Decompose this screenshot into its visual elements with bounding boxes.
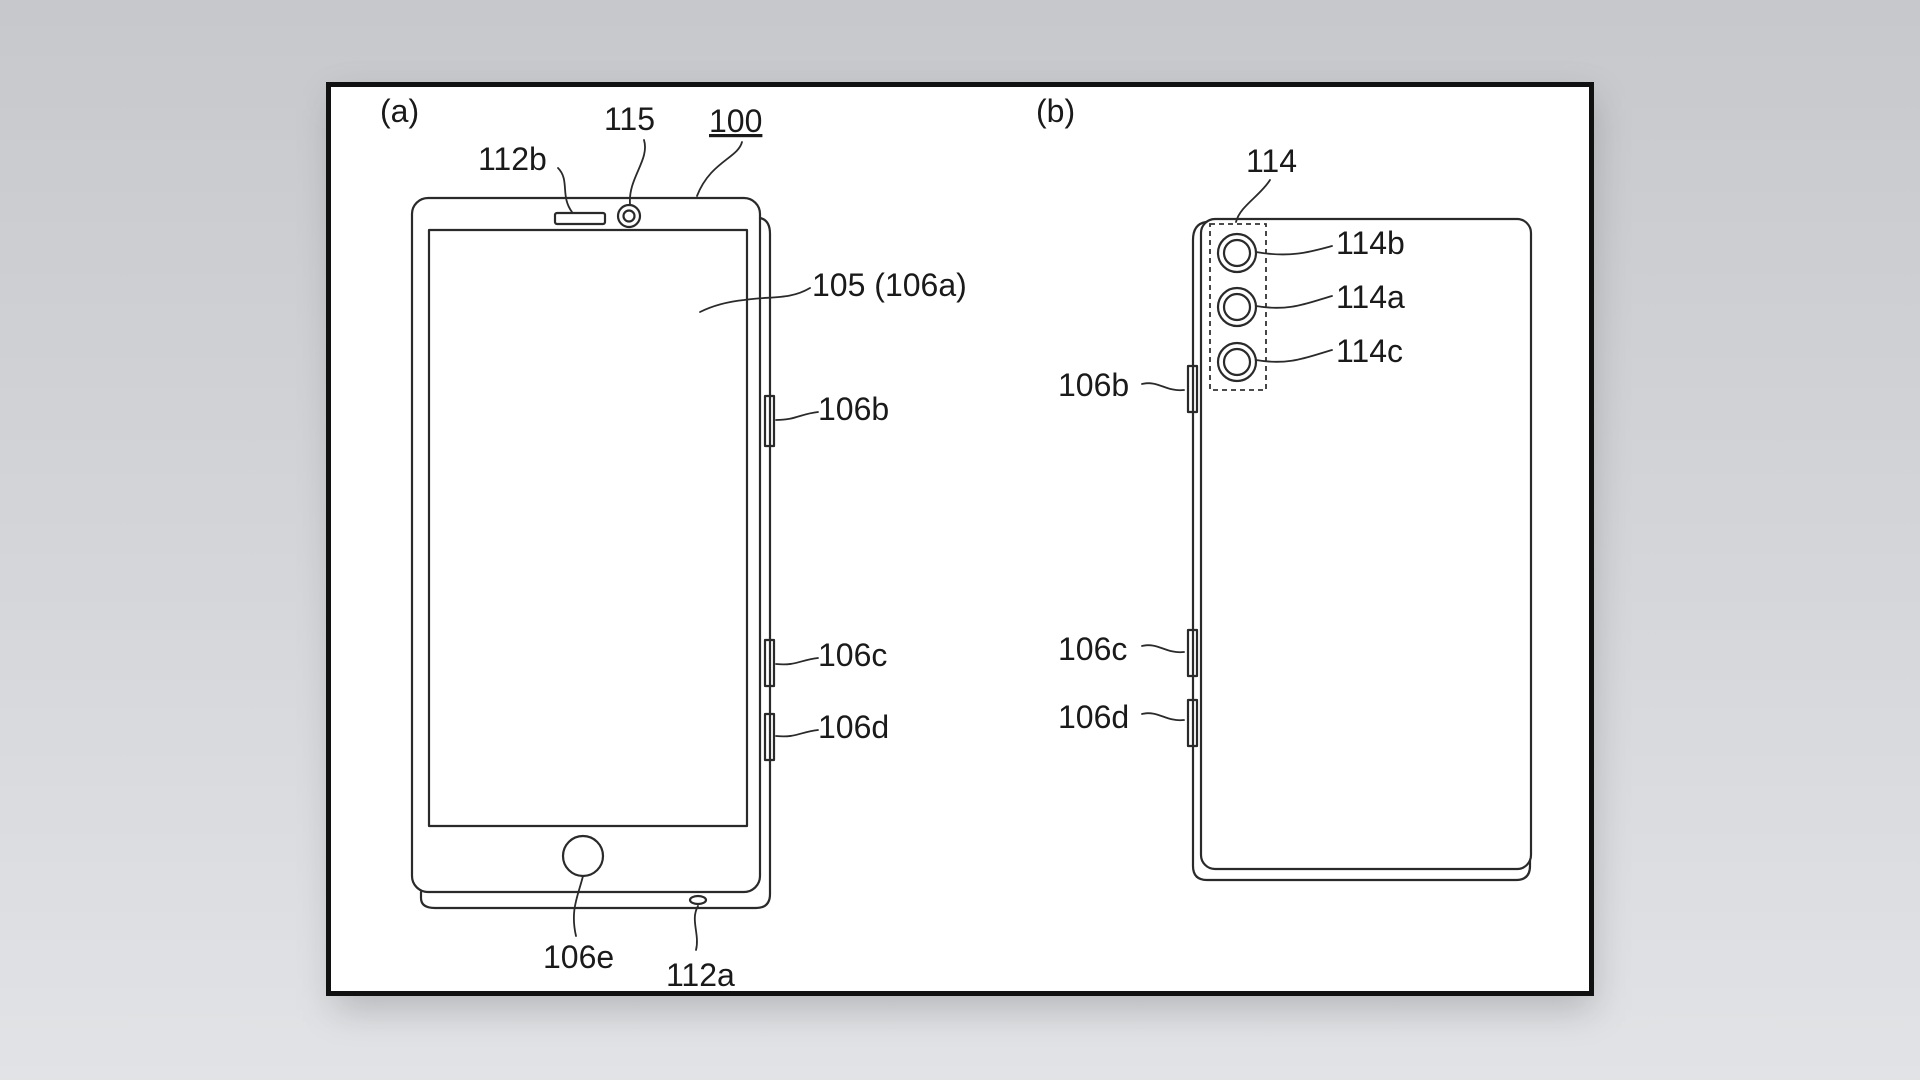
label-114a: 114a xyxy=(1336,279,1405,315)
leader-106b-back xyxy=(1141,382,1185,392)
label-112a: 112a xyxy=(666,957,735,993)
back-side-button-106c xyxy=(1186,628,1199,678)
leader-114b xyxy=(1255,245,1333,256)
figure-sheet xyxy=(326,82,1594,996)
label-100: 100 xyxy=(709,103,762,139)
leader-106d-back xyxy=(1141,712,1185,722)
label-106d-back: 106d xyxy=(1058,699,1129,735)
back-device-body xyxy=(1199,217,1533,871)
leader-106e xyxy=(572,875,584,937)
leader-100 xyxy=(696,141,743,197)
front-camera-inner xyxy=(622,209,636,223)
speaker-slot xyxy=(553,211,607,226)
front-view: (a) 100 115 112b 105 (106a) 106b 106c 10… xyxy=(380,93,967,993)
back-side-button-106d xyxy=(1186,698,1199,748)
label-106c-front: 106c xyxy=(818,637,887,673)
leader-112b xyxy=(557,167,573,213)
back-side-button-106b xyxy=(1186,364,1199,414)
side-button-106d xyxy=(763,712,776,762)
front-device-body xyxy=(410,196,762,894)
rear-camera-114b-outer xyxy=(1216,232,1258,274)
front-camera-outer xyxy=(616,203,642,229)
label-106d-front: 106d xyxy=(818,709,889,745)
rear-camera-114a-outer xyxy=(1216,286,1258,328)
microphone-hole xyxy=(688,894,708,906)
label-114: 114 xyxy=(1246,143,1297,179)
rear-camera-114b-inner xyxy=(1222,238,1252,268)
label-114b: 114b xyxy=(1336,225,1405,261)
leader-114 xyxy=(1235,179,1271,223)
leader-106d xyxy=(775,729,819,738)
label-114c: 114c xyxy=(1336,333,1403,369)
label-106c-back: 106c xyxy=(1058,631,1127,667)
side-button-106c xyxy=(763,638,776,688)
label-115: 115 xyxy=(604,101,655,137)
leader-114a xyxy=(1255,295,1333,309)
side-button-106b xyxy=(763,394,776,448)
label-106e: 106e xyxy=(543,939,614,975)
leader-106b xyxy=(775,411,819,421)
leader-114c xyxy=(1255,349,1333,363)
front-device-side-edge xyxy=(419,216,772,910)
leader-112a xyxy=(693,905,699,951)
panel-label-b: (b) xyxy=(1036,93,1075,129)
home-button xyxy=(561,834,605,878)
label-106b-front: 106b xyxy=(818,391,889,427)
rear-camera-114a-inner xyxy=(1222,292,1252,322)
back-view: (b) 114 114b 114a 114c 106b 106c 106d xyxy=(1036,93,1533,882)
back-device-side-edge xyxy=(1191,220,1532,882)
leader-106c xyxy=(775,657,819,666)
label-106b-back: 106b xyxy=(1058,367,1129,403)
leader-106c-back xyxy=(1141,644,1185,654)
leader-105 xyxy=(699,287,811,313)
label-105-106a: 105 (106a) xyxy=(812,267,967,303)
rear-camera-114c-inner xyxy=(1222,347,1252,377)
leader-115 xyxy=(629,139,646,205)
panel-label-a: (a) xyxy=(380,93,419,129)
label-112b: 112b xyxy=(478,141,547,177)
display-screen xyxy=(427,228,749,828)
rear-camera-114c-outer xyxy=(1216,341,1258,383)
